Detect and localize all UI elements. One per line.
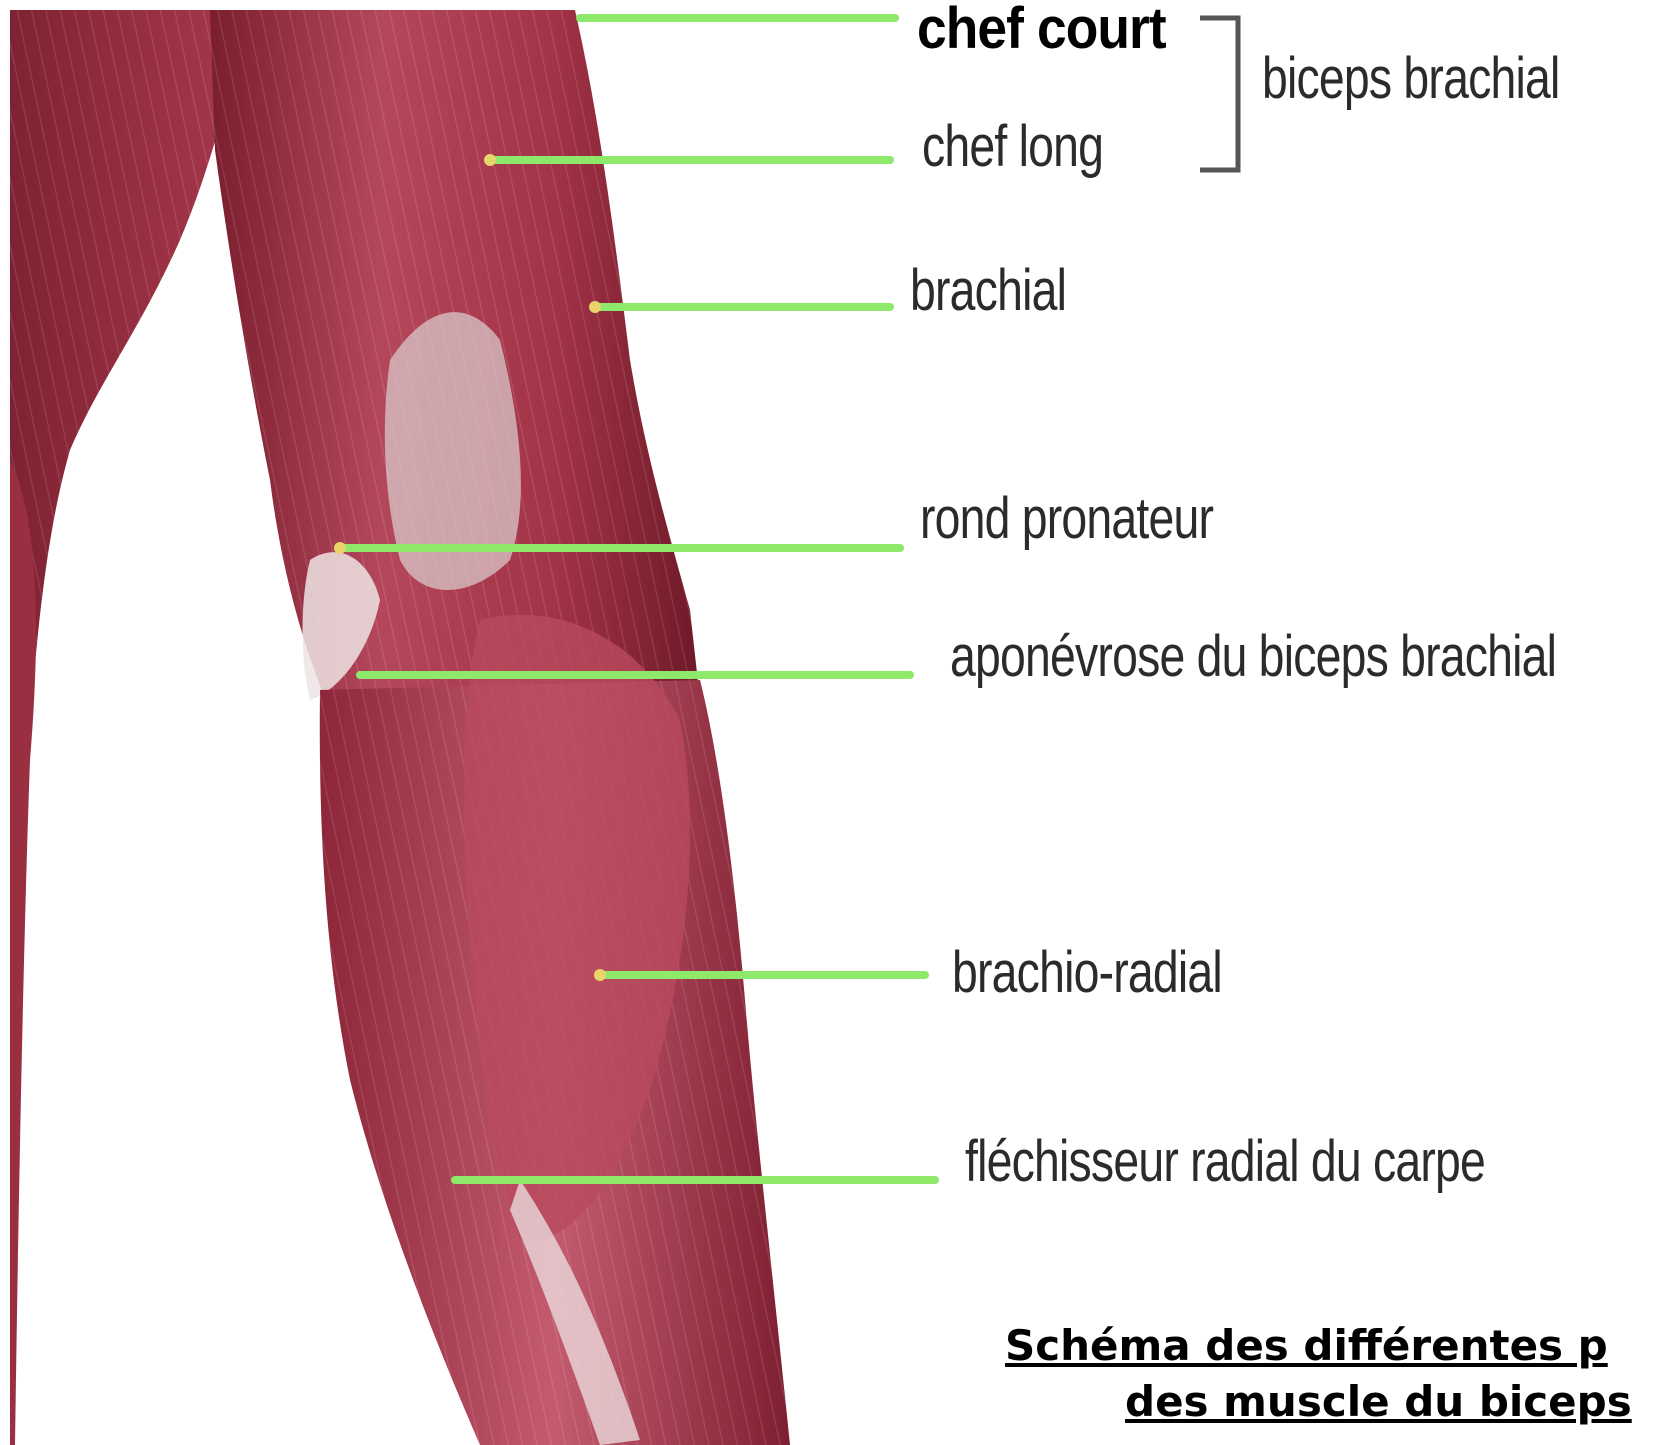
caption-line-1: Schéma des différentes p — [1005, 1318, 1671, 1374]
label-rond-pronateur: rond pronateur — [920, 490, 1213, 548]
label-flechisseur: fléchisseur radial du carpe — [965, 1133, 1485, 1191]
label-chef-long: chef long — [922, 118, 1103, 176]
label-brachio-radial: brachio-radial — [952, 944, 1222, 1002]
label-brachial: brachial — [910, 262, 1066, 320]
label-chef-court: chef court — [917, 0, 1166, 58]
biceps-bracket — [1200, 18, 1238, 170]
label-aponevrose: aponévrose du biceps brachial — [950, 628, 1556, 686]
inner-arm-muscle — [10, 460, 36, 1445]
figure-caption: Schéma des différentes p des muscle du b… — [1005, 1318, 1671, 1430]
torso-fibers — [10, 10, 250, 760]
label-biceps-brachial: biceps brachial — [1262, 50, 1560, 108]
caption-line-2: des muscle du biceps — [1005, 1374, 1671, 1430]
